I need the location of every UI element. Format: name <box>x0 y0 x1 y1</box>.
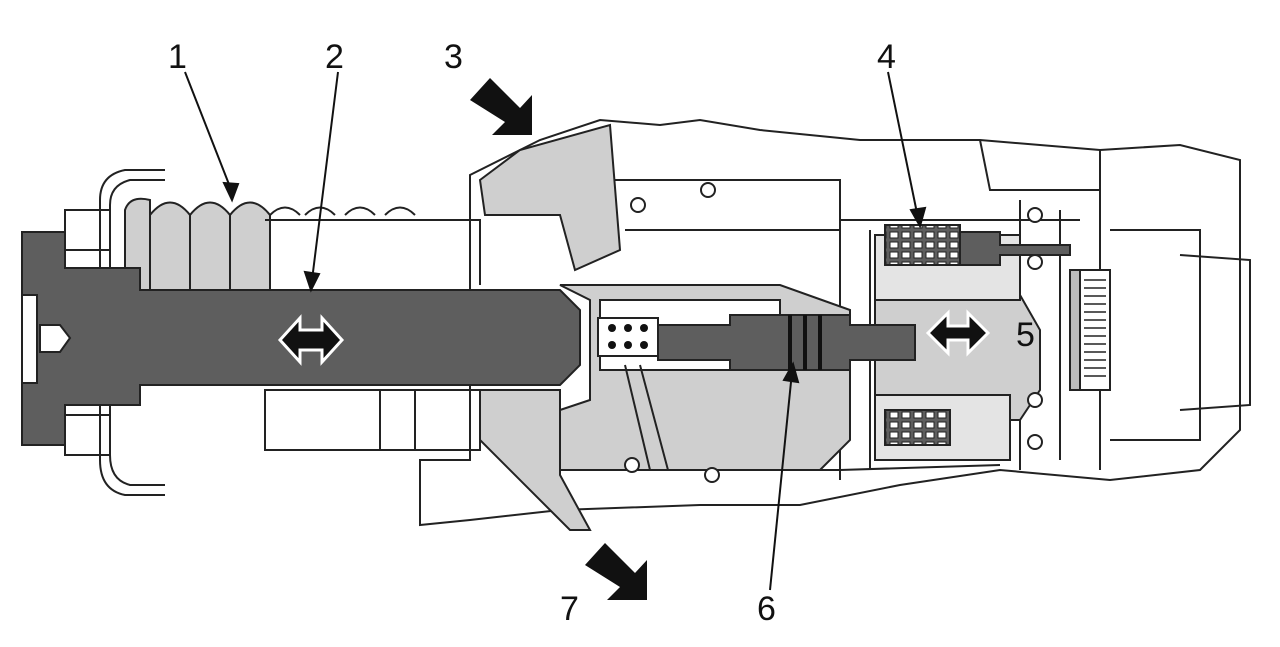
spool-travel-arrow <box>277 314 345 366</box>
pilot-holes <box>608 324 648 349</box>
spring-coils-outline <box>269 206 416 216</box>
callout-5: 5 <box>1016 316 1035 354</box>
callout-1: 1 <box>168 38 187 76</box>
connector <box>1079 269 1111 391</box>
callout-7: 7 <box>560 590 579 628</box>
leader-lines <box>184 71 927 591</box>
callout-2: 2 <box>325 38 344 76</box>
plunger <box>657 314 916 371</box>
callout-4: 4 <box>877 38 896 76</box>
connector-pins <box>1084 279 1106 377</box>
callout-6: 6 <box>757 590 776 628</box>
pilot-spring <box>624 364 669 471</box>
o-rings <box>624 182 1043 483</box>
pilot-block <box>597 317 659 357</box>
inlet-flow-arrow <box>470 78 532 135</box>
solenoid-coil <box>884 224 1071 446</box>
spool-end-slot <box>21 294 38 384</box>
return-spring <box>124 197 271 291</box>
callout-3: 3 <box>444 38 463 76</box>
spool-end-point <box>39 324 72 353</box>
plunger-travel-arrow <box>925 309 991 357</box>
plunger-grooves <box>788 315 822 370</box>
outlet-flow-arrow <box>585 543 647 600</box>
